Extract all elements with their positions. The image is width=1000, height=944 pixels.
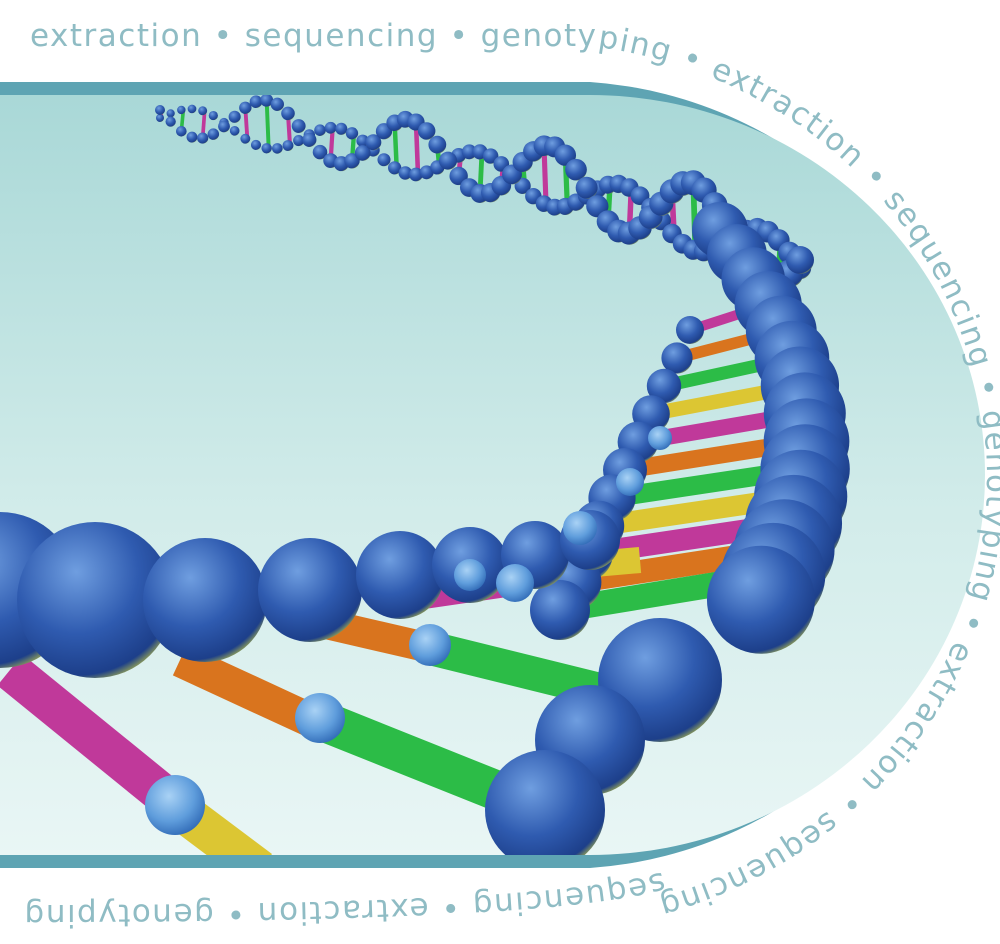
backbone-sphere	[250, 139, 262, 150]
backbone-sphere	[575, 176, 598, 199]
backbone-sphere	[485, 750, 605, 855]
backbone-sphere	[482, 148, 499, 164]
backbone-sphere	[240, 133, 251, 144]
backbone-sphere	[187, 104, 197, 114]
base-joint	[616, 468, 644, 496]
backbone-sphere	[409, 167, 423, 182]
backbone-sphere	[565, 158, 587, 181]
base-joint	[295, 693, 345, 743]
base-pair-rung	[413, 121, 421, 175]
backbone-sphere	[228, 110, 241, 123]
backbone-sphere	[324, 121, 337, 134]
backbone-sphere	[260, 95, 274, 107]
backbone-sphere	[176, 125, 187, 137]
backbone-sphere	[461, 144, 477, 160]
backbone-sphere	[419, 165, 434, 180]
backbone-sphere	[272, 143, 283, 154]
base-joint	[648, 426, 672, 450]
base-joint	[145, 775, 205, 835]
backbone-sphere	[706, 545, 815, 654]
base-joint	[563, 511, 597, 545]
backbone-sphere	[17, 522, 173, 678]
backbone-sphere	[302, 132, 317, 147]
backbone-sphere	[335, 122, 348, 135]
base-joint	[409, 624, 451, 666]
backbone-sphere	[344, 153, 360, 169]
backbone-sphere	[388, 161, 402, 175]
backbone-sphere	[229, 126, 240, 136]
backbone-sphere	[377, 153, 391, 167]
backbone-sphere	[345, 127, 359, 140]
backbone-sphere	[293, 134, 305, 147]
backbone-sphere	[208, 110, 218, 121]
backbone-sphere	[354, 145, 371, 161]
backbone-sphere	[156, 114, 164, 122]
backbone-sphere	[198, 106, 208, 116]
base-pair-rung	[172, 644, 318, 736]
backbone-sphere	[291, 119, 306, 134]
backbone-sphere	[207, 128, 220, 140]
backbone-sphere	[438, 151, 458, 170]
backbone-sphere	[166, 109, 175, 118]
backbone-sphere	[261, 143, 272, 154]
backbone-sphere	[282, 140, 294, 151]
base-pair-rung	[425, 631, 605, 707]
backbone-sphere	[258, 538, 362, 642]
base-joint	[454, 559, 486, 591]
backbone-sphere	[314, 124, 326, 136]
base-pair-rung	[0, 654, 183, 816]
backbone-sphere	[786, 246, 814, 274]
backbone-sphere	[177, 105, 186, 115]
base-joint	[496, 564, 534, 602]
backbone-sphere	[356, 531, 444, 619]
backbone-sphere	[249, 95, 263, 109]
base-pair-rung	[312, 701, 528, 819]
dna-helix	[0, 95, 850, 855]
backbone-sphere	[365, 134, 382, 151]
backbone-sphere	[165, 116, 176, 127]
backbone-sphere	[155, 105, 165, 115]
backbone-sphere	[417, 122, 436, 140]
backbone-sphere	[239, 101, 252, 115]
backbone-sphere	[270, 97, 284, 111]
backbone-sphere	[143, 538, 267, 662]
backbone-sphere	[186, 131, 198, 143]
backbone-sphere	[398, 166, 413, 180]
backbone-sphere	[312, 144, 328, 160]
backbone-sphere	[281, 106, 295, 121]
backbone-sphere	[428, 135, 447, 154]
backbone-sphere	[646, 368, 682, 404]
backbone-sphere	[530, 580, 590, 640]
backbone-sphere	[676, 316, 704, 344]
backbone-sphere	[661, 342, 693, 374]
base-pair-rung	[264, 100, 271, 149]
backbone-sphere	[218, 120, 230, 133]
backbone-sphere	[197, 132, 209, 144]
